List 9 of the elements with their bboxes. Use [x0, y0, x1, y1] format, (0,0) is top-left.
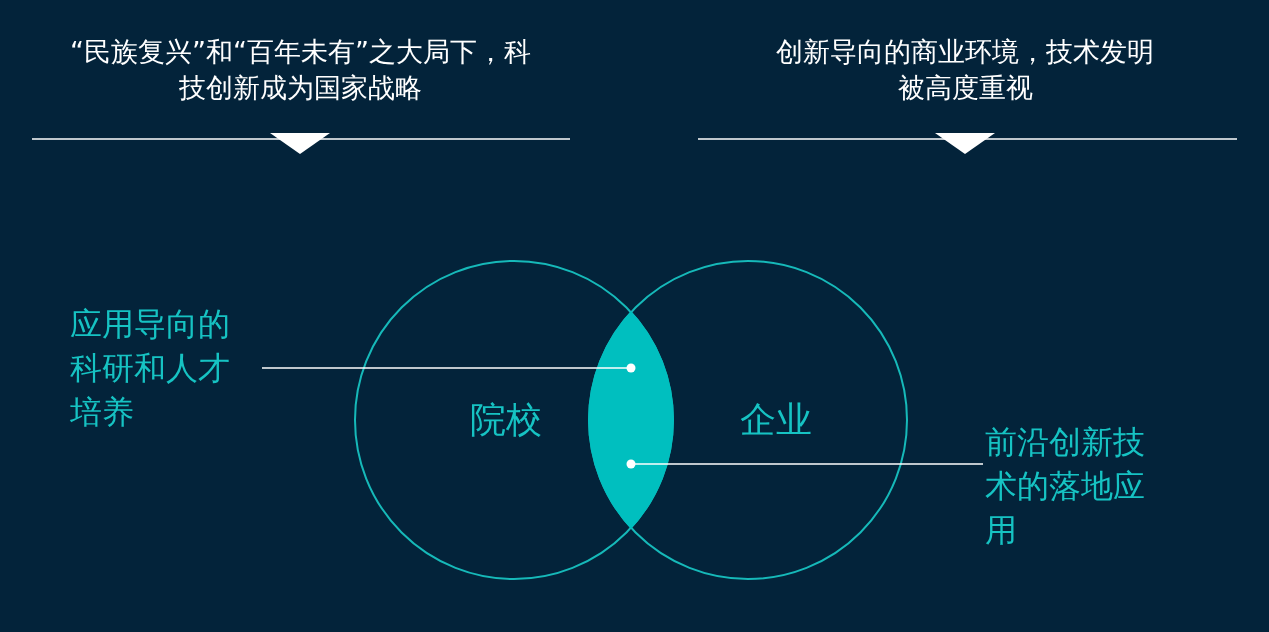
- overlap-area: [589, 311, 673, 529]
- callout-text: 应用导向的科研和人才培养: [70, 302, 260, 434]
- leader-line: [261, 363, 636, 373]
- leader-line: [626, 459, 984, 469]
- heading-text: 创新导向的商业环境，技术发明被高度重视: [775, 35, 1155, 105]
- circle-label: 院校: [470, 397, 542, 442]
- circle-label: 企业: [740, 397, 812, 442]
- heading-text: “民族复兴”和“百年未有”之大局下，科技创新成为国家战略: [69, 35, 532, 105]
- callout-text: 前沿创新技术的落地应用: [985, 420, 1175, 552]
